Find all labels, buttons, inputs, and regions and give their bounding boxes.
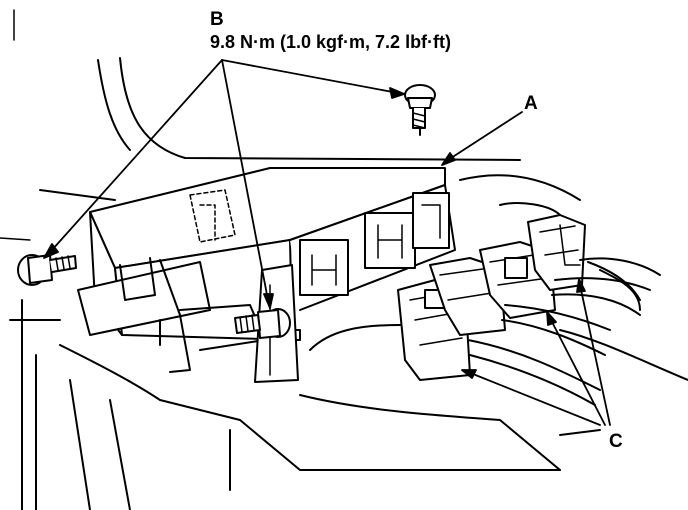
vehicle-body-background [0, 10, 688, 510]
bolt-b-center [235, 309, 290, 338]
fuse-relay-box-a [78, 168, 455, 382]
leader-c-3 [580, 285, 610, 425]
bolt-b-left [18, 255, 76, 285]
leader-c-2 [550, 318, 605, 425]
leader-b-to-left-bolt [52, 60, 222, 250]
leader-b-to-center-bolt [222, 60, 268, 300]
torque-spec-text: 9.8 N·m (1.0 kgf·m, 7.2 lbf·ft) [210, 32, 452, 52]
leader-c-1 [468, 372, 600, 425]
box-mounting-flange [78, 262, 210, 335]
leader-a [448, 112, 522, 160]
bolt-b-top [405, 85, 435, 135]
leader-b-to-top-bolt [222, 60, 398, 93]
wire-harness [468, 258, 660, 405]
callout-label-c: C [609, 431, 623, 452]
box-socket-1 [300, 240, 348, 295]
box-socket-3 [413, 193, 449, 248]
leader-lines [44, 60, 610, 425]
callout-label-a: A [524, 93, 538, 114]
callout-label-b: B [210, 9, 224, 30]
